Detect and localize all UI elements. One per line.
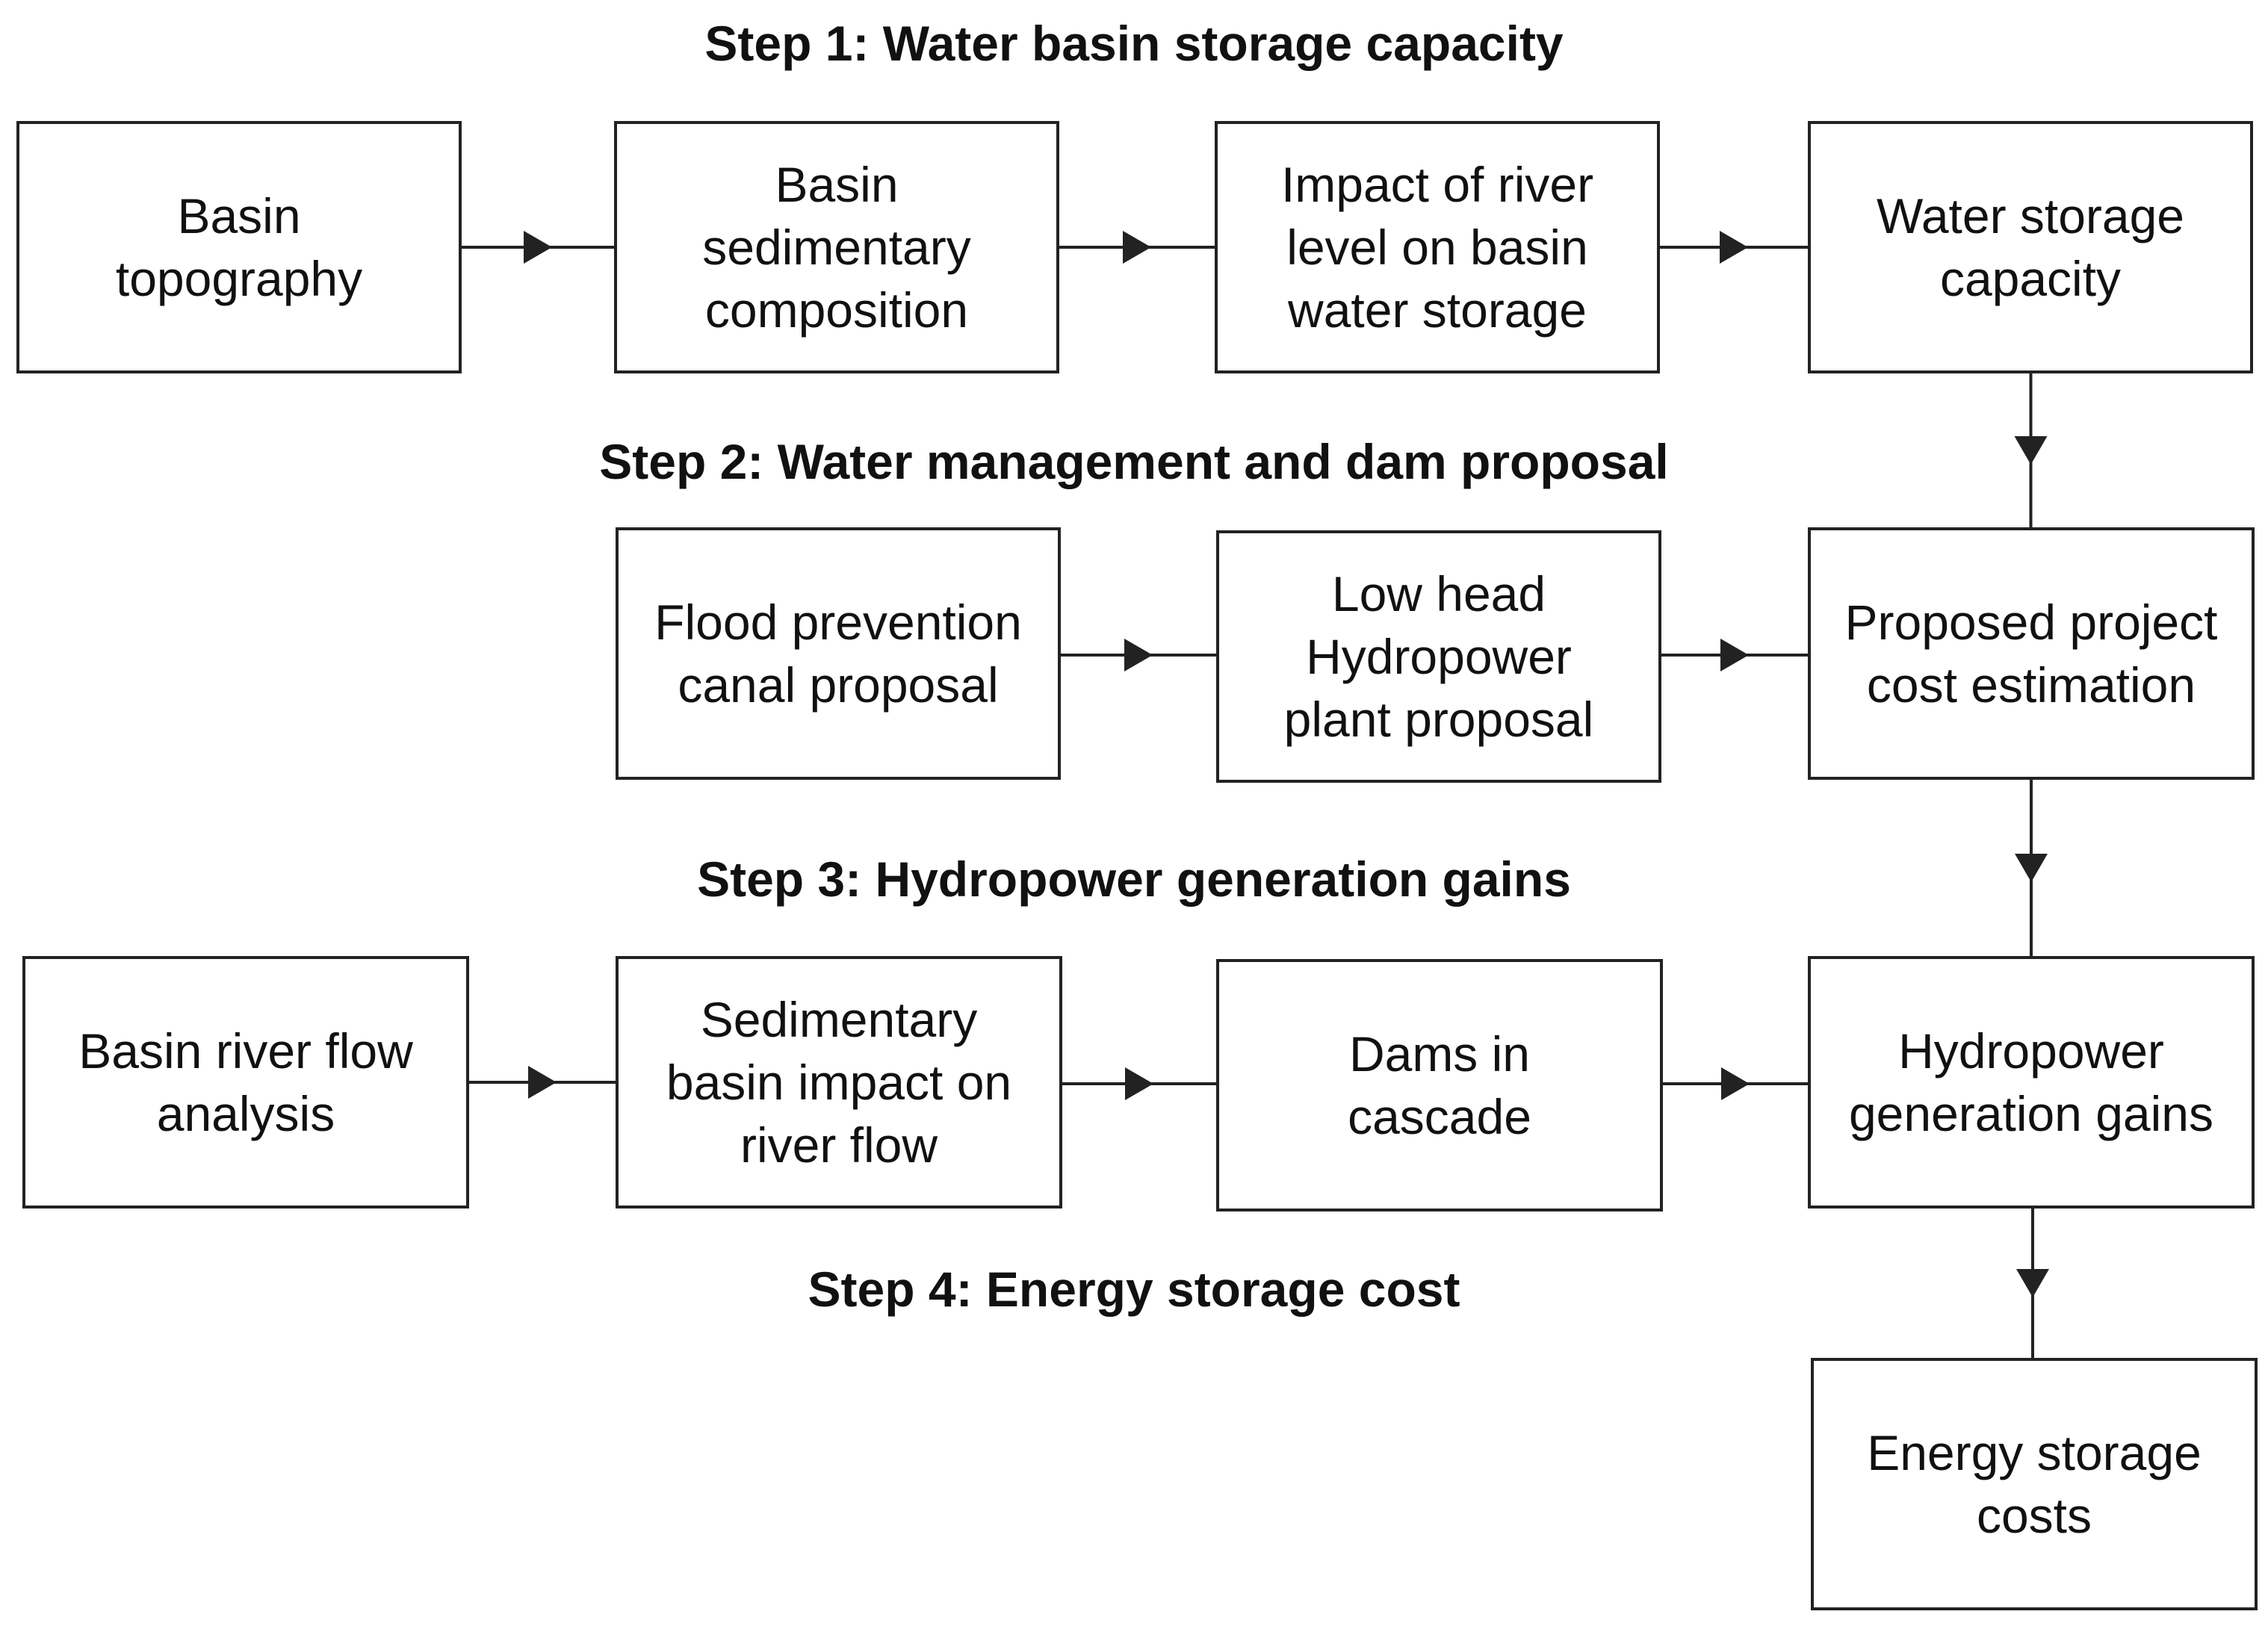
basin-topography-box: Basin topography bbox=[16, 121, 462, 373]
arrowhead-icon bbox=[1721, 1067, 1750, 1100]
arrowhead-icon bbox=[528, 1066, 557, 1099]
impact-river-level-label: Impact of river level on basin water sto… bbox=[1280, 157, 1594, 338]
connector-basin_river_flow-to-sedimentary_basin_impact bbox=[469, 1066, 616, 1099]
connector-basin_sedimentary_composition-to-impact_river_level bbox=[1059, 231, 1215, 264]
arrowhead-icon bbox=[1123, 231, 1151, 264]
proposed-project-cost-label: Proposed project cost estimation bbox=[1844, 595, 2218, 713]
connector-low_head_hydropower-to-proposed_project_cost bbox=[1661, 639, 1808, 671]
dams-in-cascade-label: Dams in cascade bbox=[1348, 1026, 1531, 1144]
connector-sedimentary_basin_impact-to-dams_in_cascade bbox=[1062, 1067, 1216, 1100]
basin-river-flow-label: Basin river flow analysis bbox=[78, 1023, 413, 1141]
flood-prevention-canal-label: Flood prevention canal proposal bbox=[654, 595, 1022, 713]
proposed-project-cost-box: Proposed project cost estimation bbox=[1808, 527, 2255, 780]
arrowhead-icon bbox=[1720, 231, 1748, 264]
low-head-hydropower-label: Low head Hydropower plant proposal bbox=[1283, 566, 1594, 747]
energy-storage-costs-label: Energy storage costs bbox=[1867, 1425, 2202, 1543]
connector-impact_river_level-to-water_storage_capacity bbox=[1660, 231, 1808, 264]
connector-flood_prevention_canal-to-low_head_hydropower bbox=[1061, 639, 1216, 671]
water-storage-capacity-box: Water storage capacity bbox=[1808, 121, 2253, 373]
basin-topography-label: Basin topography bbox=[115, 188, 363, 306]
connector-basin_topography-to-basin_sedimentary_composition bbox=[462, 231, 614, 264]
sedimentary-basin-impact-box: Sedimentary basin impact on river flow bbox=[616, 956, 1062, 1209]
arrowhead-icon bbox=[1124, 639, 1153, 671]
flood-prevention-canal-box: Flood prevention canal proposal bbox=[616, 527, 1061, 780]
hydropower-generation-gains-box: Hydropower generation gains bbox=[1808, 956, 2255, 1209]
arrowhead-icon bbox=[2016, 1269, 2049, 1297]
arrowhead-icon bbox=[1720, 639, 1749, 671]
energy-storage-costs-box: Energy storage costs bbox=[1811, 1358, 2258, 1610]
step-1-title: Step 1: Water basin storage capacity bbox=[704, 16, 1564, 71]
step-2-title: Step 2: Water management and dam proposa… bbox=[599, 434, 1669, 489]
step-4-title: Step 4: Energy storage cost bbox=[808, 1262, 1460, 1317]
dams-in-cascade-box: Dams in cascade bbox=[1216, 959, 1663, 1211]
step-3-title: Step 3: Hydropower generation gains bbox=[697, 851, 1571, 907]
connector-dams_in_cascade-to-hydropower_generation_gains bbox=[1663, 1067, 1808, 1100]
water-storage-capacity-label: Water storage capacity bbox=[1876, 188, 2185, 306]
arrowhead-icon bbox=[2014, 436, 2048, 465]
connector-hydropower_generation_gains-to-energy_storage_costs bbox=[2016, 1209, 2049, 1358]
connector-proposed_project_cost-to-hydropower_generation_gains bbox=[2015, 780, 2048, 956]
hydropower-generation-gains-label: Hydropower generation gains bbox=[1848, 1023, 2214, 1141]
impact-river-level-box: Impact of river level on basin water sto… bbox=[1215, 121, 1660, 373]
arrowhead-icon bbox=[1125, 1067, 1153, 1100]
arrowhead-icon bbox=[524, 231, 552, 264]
basin-sedimentary-composition-box: Basin sedimentary composition bbox=[614, 121, 1059, 373]
basin-sedimentary-composition-label: Basin sedimentary composition bbox=[702, 157, 971, 338]
connector-water_storage_capacity-to-proposed_project_cost bbox=[2014, 373, 2048, 527]
arrowhead-icon bbox=[2015, 854, 2048, 882]
sedimentary-basin-impact-label: Sedimentary basin impact on river flow bbox=[666, 992, 1012, 1173]
low-head-hydropower-box: Low head Hydropower plant proposal bbox=[1216, 530, 1661, 783]
basin-river-flow-box: Basin river flow analysis bbox=[22, 956, 469, 1209]
